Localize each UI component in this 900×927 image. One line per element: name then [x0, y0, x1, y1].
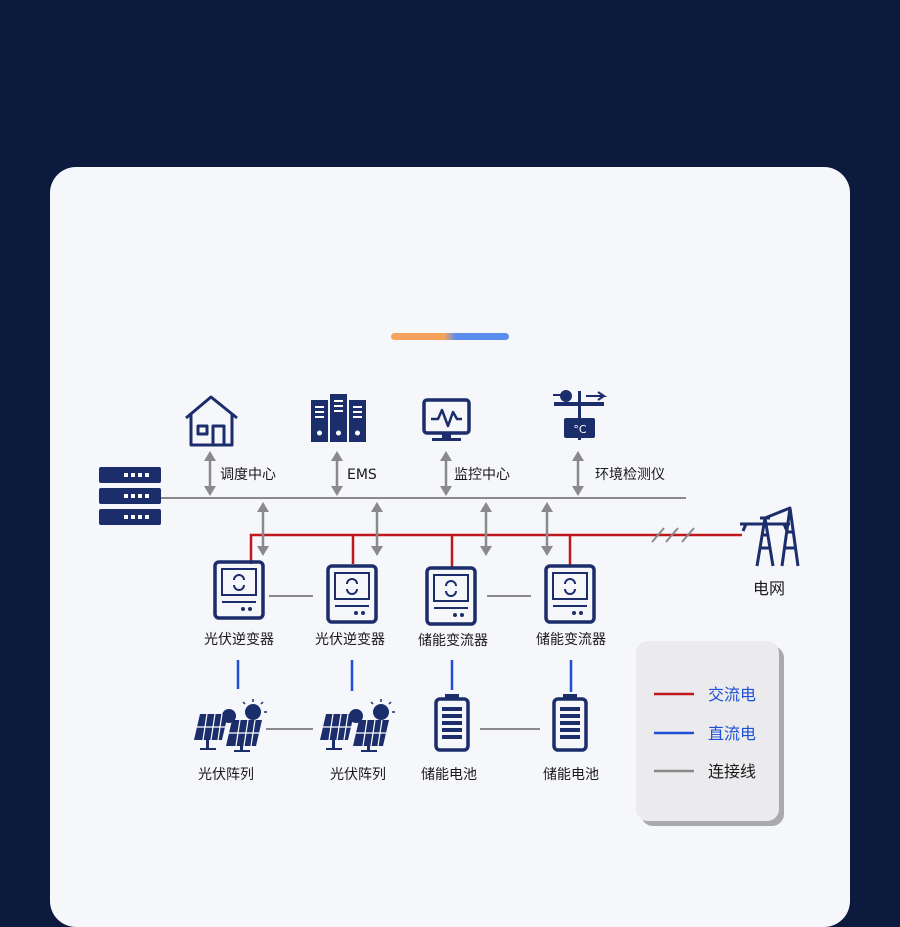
label-monitor-center: 监控中心 [454, 467, 510, 483]
label-dispatch-center: 调度中心 [220, 467, 276, 483]
weather-station-icon: °C [553, 390, 608, 440]
server-rack-icon [99, 467, 161, 525]
label-pv-array-2: 光伏阵列 [330, 767, 386, 783]
upper-link-arrows [204, 451, 584, 496]
pcs-icon-2 [544, 564, 596, 624]
lower-link-arrows [257, 502, 553, 556]
label-battery-1: 储能电池 [421, 767, 477, 783]
monitor-icon [422, 398, 471, 441]
legend-dc-label: 直流电 [708, 724, 756, 743]
server-cabinet-icon [311, 394, 366, 442]
label-env-monitor: 环境检测仪 [595, 467, 665, 483]
accent-bar [391, 333, 509, 340]
pcs-icon-1 [425, 566, 477, 626]
label-pv-array-1: 光伏阵列 [198, 767, 254, 783]
legend-link-label: 连接线 [708, 762, 756, 781]
label-grid: 电网 [753, 579, 785, 598]
legend: 交流电 直流电 连接线 [636, 641, 784, 826]
battery-icon-1 [434, 694, 470, 752]
label-battery-2: 储能电池 [543, 767, 599, 783]
house-icon [185, 395, 238, 447]
label-pcs-2: 储能变流器 [536, 632, 606, 648]
legend-ac-label: 交流电 [708, 685, 756, 704]
solar-array-icon-2 [320, 699, 395, 752]
label-pv-inverter-1: 光伏逆变器 [204, 632, 274, 648]
pv-inverter-icon-1 [213, 560, 265, 620]
solar-array-icon-1 [194, 699, 267, 752]
label-pcs-1: 储能变流器 [418, 633, 488, 649]
ac-bus [249, 533, 742, 567]
pv-inverter-icon-2 [326, 564, 378, 624]
label-pv-inverter-2: 光伏逆变器 [315, 632, 385, 648]
battery-icon-2 [552, 694, 588, 752]
power-tower-icon [740, 506, 800, 567]
ac-line-break-marks [651, 527, 695, 543]
temperature-symbol: °C [573, 423, 587, 436]
dc-links [236, 660, 573, 692]
label-ems: EMS [347, 467, 377, 483]
